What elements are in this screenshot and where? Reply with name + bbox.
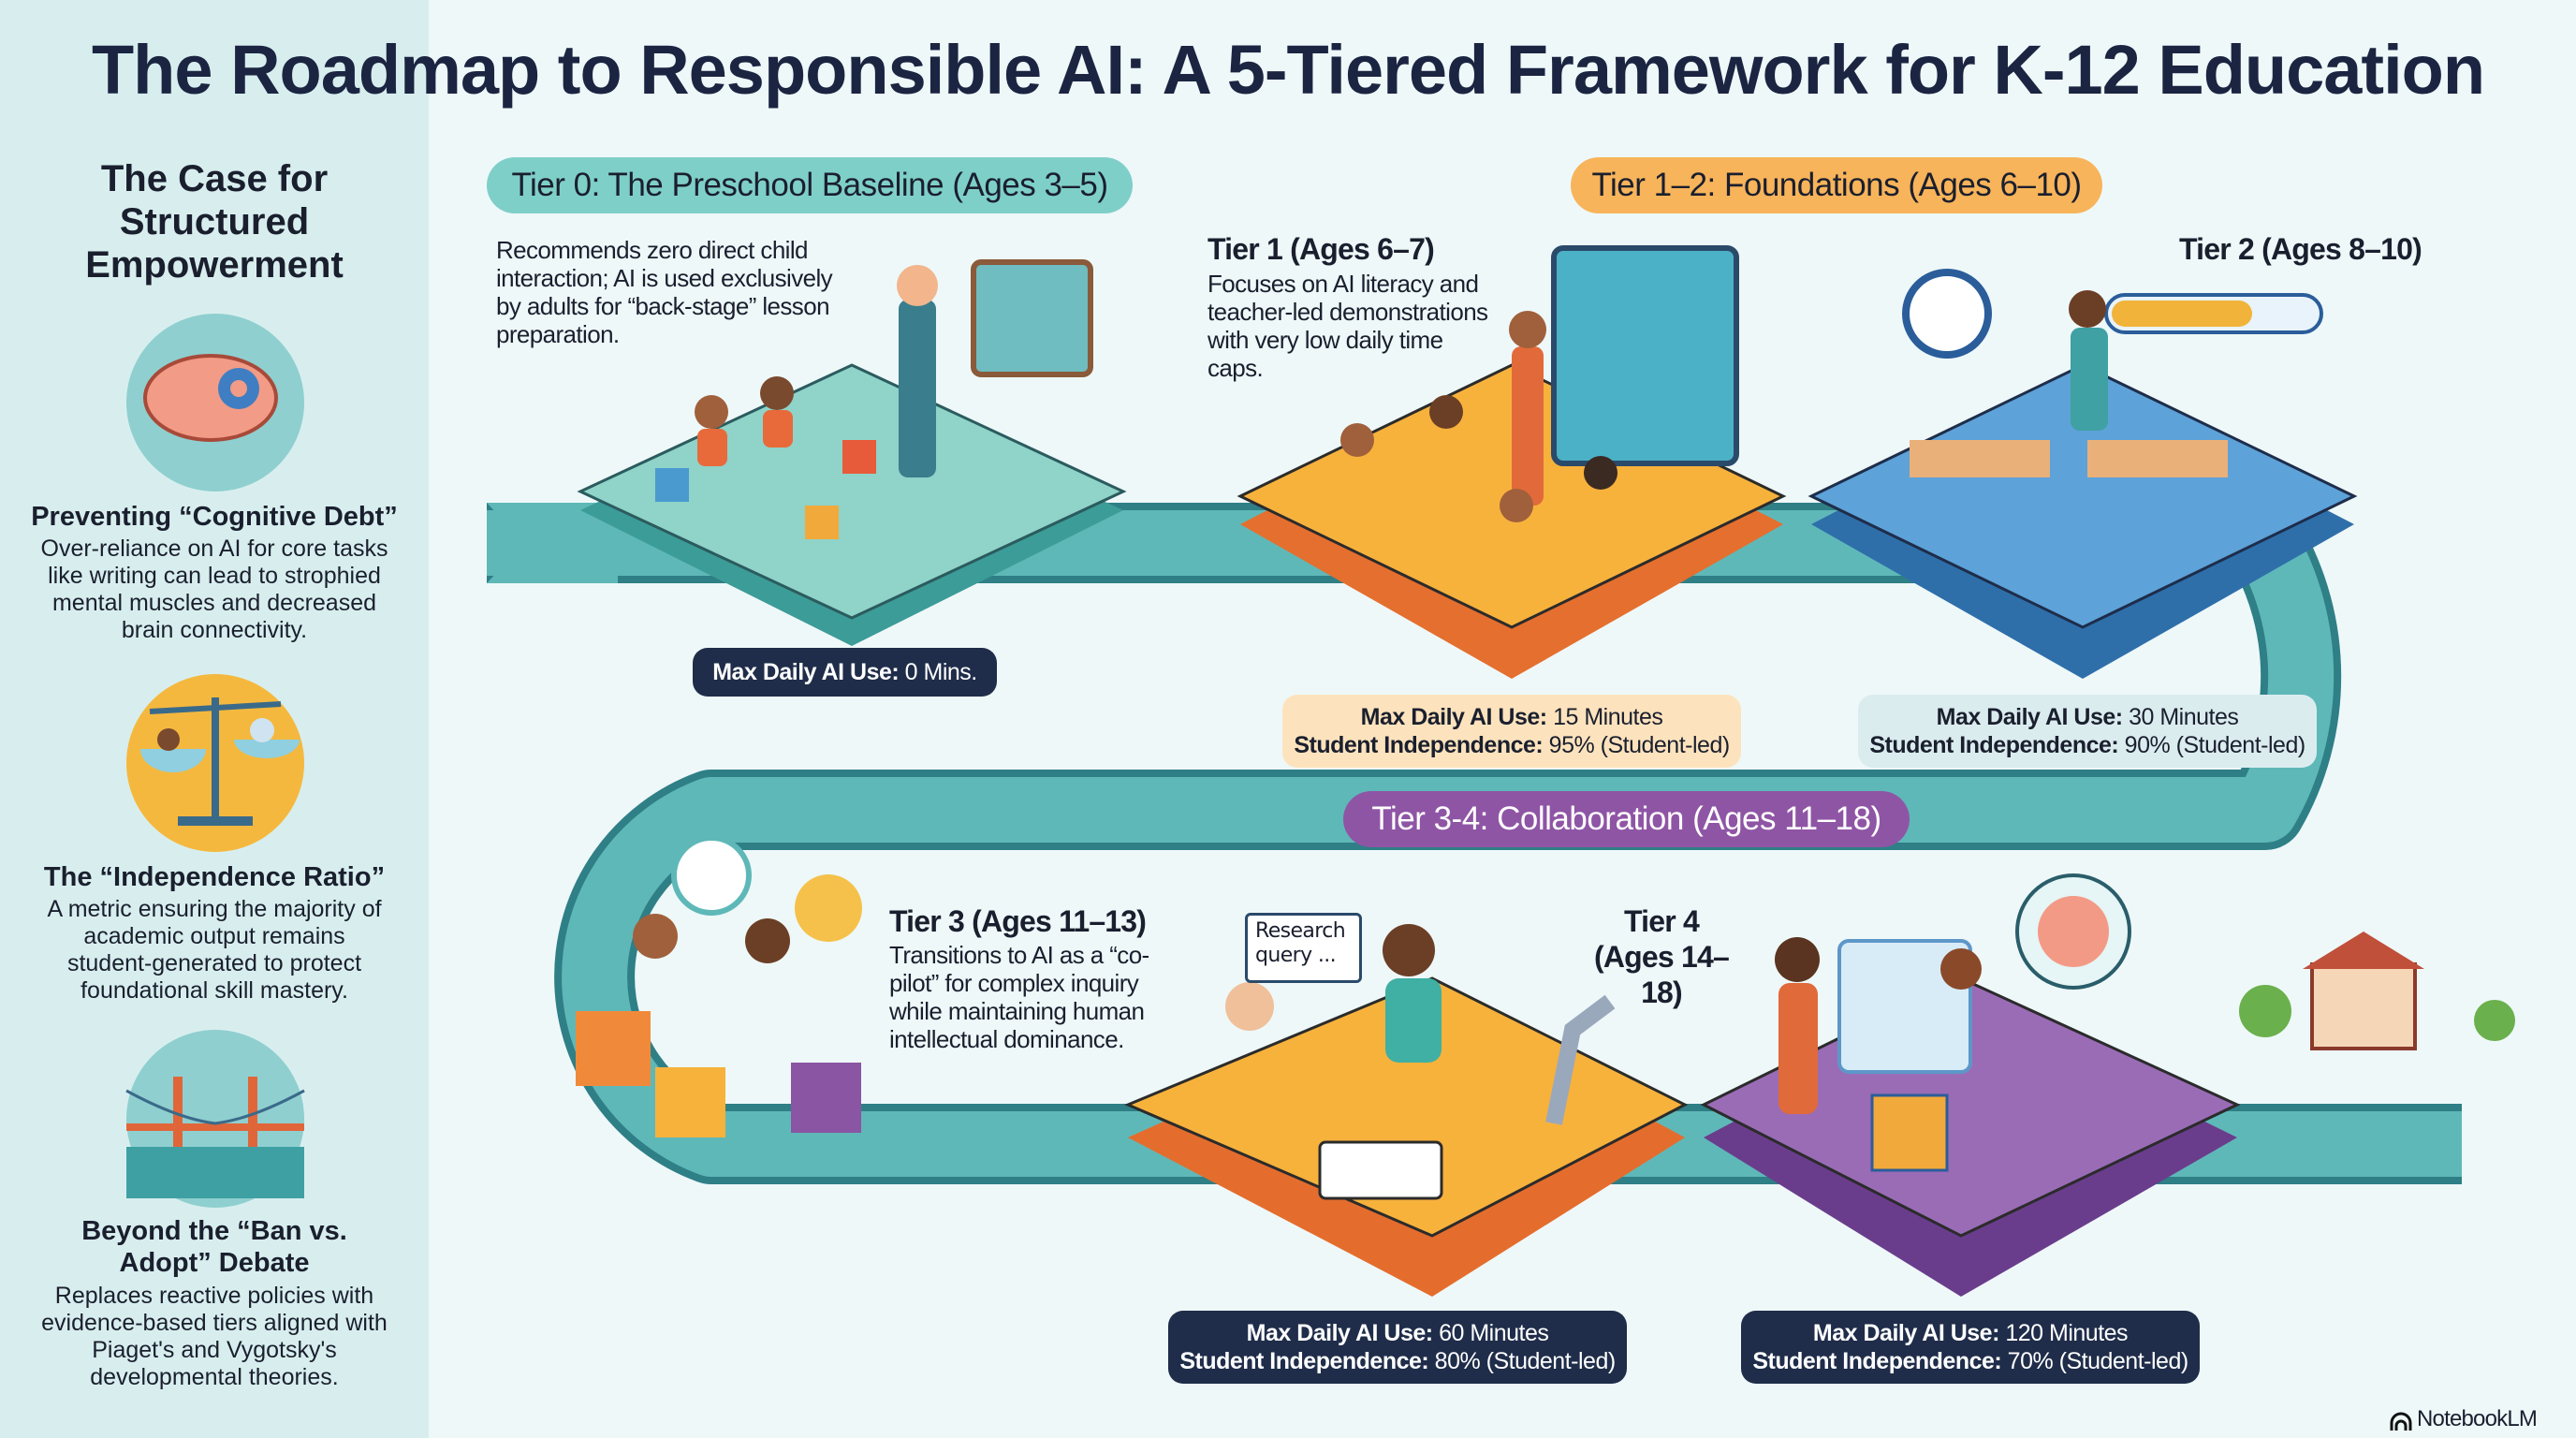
independence-label: Student Independence:	[1294, 732, 1544, 758]
sidebar-item-body: A metric ensuring the majority of academ…	[47, 896, 382, 1004]
tier0-description: Recommends zero direct child interaction…	[496, 236, 833, 348]
max-ai-value: 60 Minutes	[1439, 1320, 1549, 1346]
sidebar-item-body: Replaces reactive policies with evidence…	[41, 1283, 388, 1390]
tier12-group-pill: Tier 1–2: Foundations (Ages 6–10)	[1571, 157, 2102, 213]
tier3-stat-box: Max Daily AI Use: 60 Minutes Student Ind…	[1168, 1311, 1627, 1384]
tier2-label: Tier 2 (Ages 8–10)	[2179, 232, 2422, 266]
tier3-label: Tier 3 (Ages 11–13)	[889, 904, 1147, 938]
independence-label: Student Independence:	[1179, 1348, 1429, 1374]
notebooklm-logo-icon	[2390, 1412, 2412, 1431]
independence-value: 70% (Student-led)	[2007, 1348, 2189, 1374]
independence-label: Student Independence:	[1752, 1348, 2002, 1374]
tier1-label: Tier 1 (Ages 6–7)	[1208, 232, 1435, 266]
sidebar-item-title: Beyond the “Ban vs. Adopt” Debate	[81, 1216, 347, 1278]
sidebar-item-title: Preventing “Cognitive Debt”	[31, 502, 398, 532]
people-figures	[576, 245, 2515, 1200]
max-ai-label: Max Daily AI Use:	[1812, 1320, 1999, 1346]
road-flag-end	[487, 503, 618, 583]
brand-label: NotebookLM	[2417, 1406, 2538, 1431]
independence-value: 95% (Student-led)	[1548, 732, 1731, 758]
research-query-bubble: Research query ...	[1245, 913, 1362, 983]
tier4-label: Tier 4 (Ages 14–18)	[1594, 904, 1730, 1009]
tier34-group-pill: Tier 3-4: Collaboration (Ages 11–18)	[1343, 791, 1910, 847]
sidebar-item-title: The “Independence Ratio”	[43, 862, 386, 892]
bridge-icon	[125, 1030, 305, 1208]
max-ai-label: Max Daily AI Use:	[1360, 704, 1547, 730]
platform-tier0	[577, 363, 1127, 646]
sidebar-heading: The Case for Structured Empowerment	[85, 158, 344, 286]
max-ai-value: 120 Minutes	[2005, 1320, 2129, 1346]
page-title: The Roadmap to Responsible AI: A 5-Tiere…	[91, 31, 2485, 109]
max-ai-value: 30 Minutes	[2129, 704, 2239, 730]
tier1-description: Focuses on AI literacy and teacher-led d…	[1208, 270, 1488, 382]
tier0-group-pill: Tier 0: The Preschool Baseline (Ages 3–5…	[487, 157, 1133, 213]
independence-label: Student Independence:	[1869, 732, 2119, 758]
max-ai-value: 15 Minutes	[1553, 704, 1663, 730]
max-ai-label: Max Daily AI Use:	[1246, 1320, 1433, 1346]
tier2-stat-box: Max Daily AI Use: 30 Minutes Student Ind…	[1858, 695, 2317, 768]
tier1-stat-box: Max Daily AI Use: 15 Minutes Student Ind…	[1282, 695, 1741, 768]
tier3-description: Transitions to AI as a “co-pilot” for co…	[889, 941, 1149, 1053]
tier4-stat-box: Max Daily AI Use: 120 Minutes Student In…	[1741, 1311, 2200, 1384]
max-ai-label: Max Daily AI Use:	[1936, 704, 2123, 730]
max-ai-label: Max Daily AI Use:	[712, 659, 900, 685]
max-ai-value: 0 Mins.	[904, 659, 978, 685]
tier0-stat-box: Max Daily AI Use: 0 Mins.	[693, 648, 997, 697]
brain-gear-icon	[126, 314, 304, 492]
balance-scale-icon	[126, 674, 304, 852]
sidebar-item-body: Over-reliance on AI for core tasks like …	[40, 536, 388, 643]
independence-value: 80% (Student-led)	[1434, 1348, 1617, 1374]
independence-value: 90% (Student-led)	[2124, 732, 2306, 758]
